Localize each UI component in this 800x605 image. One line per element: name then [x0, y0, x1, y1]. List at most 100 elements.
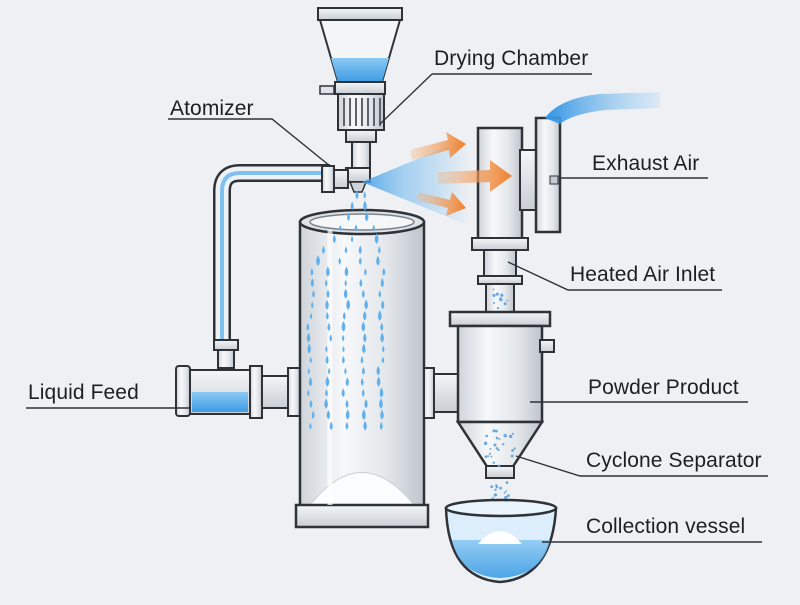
water-droplet-icon	[380, 278, 384, 288]
spray-droplets	[306, 190, 386, 431]
orange-airflow-arrow-icon	[410, 132, 512, 216]
feed-hopper-icon	[317, 7, 403, 95]
water-droplet-icon	[361, 321, 366, 332]
water-droplet-icon	[325, 355, 329, 364]
cyclone-separator	[448, 310, 555, 479]
powder-particle	[499, 297, 502, 301]
powder-particle	[506, 299, 509, 302]
label-liquid-feed: Liquid Feed	[28, 381, 139, 404]
water-droplet-icon	[326, 410, 331, 420]
leader-heated-air	[507, 261, 722, 291]
powder-particle	[498, 438, 501, 440]
water-droplet-icon	[342, 356, 345, 364]
powder-particle	[490, 485, 494, 488]
water-droplet-icon	[325, 345, 328, 353]
powder-particle	[484, 442, 487, 446]
water-droplet-icon	[360, 356, 364, 364]
powder-particle	[485, 434, 489, 438]
collection-vessel	[444, 498, 558, 584]
water-droplet-icon	[363, 191, 366, 199]
water-droplet-icon	[327, 367, 331, 375]
powder-particle	[491, 496, 494, 499]
powder-particles	[484, 288, 516, 505]
powder-particle	[505, 481, 509, 484]
water-droplet-icon	[360, 378, 364, 386]
powder-particle	[513, 447, 516, 450]
water-droplet-icon	[377, 246, 381, 254]
atomizer-motor	[337, 93, 385, 193]
water-droplet-icon	[307, 343, 311, 354]
water-droplet-icon	[346, 299, 351, 310]
water-droplet-icon	[381, 356, 385, 364]
liquid-feed-pipe	[213, 164, 349, 369]
water-droplet-icon	[344, 246, 348, 254]
powder-particle	[496, 306, 500, 310]
water-droplet-icon	[344, 279, 347, 287]
powder-particle	[497, 448, 500, 452]
label-cyclone-separator: Cyclone Separator	[586, 449, 762, 472]
powder-particle	[504, 434, 507, 438]
exhaust-air-duct	[476, 116, 562, 242]
powder-particle	[505, 490, 507, 492]
label-exhaust-air: Exhaust Air	[592, 152, 700, 175]
label-heated-air-inlet: Heated Air Inlet	[570, 263, 716, 286]
powder-particle	[487, 455, 490, 458]
powder-particle	[492, 461, 495, 464]
water-droplet-icon	[325, 312, 329, 320]
powder-particle	[493, 493, 498, 497]
water-droplet-icon	[342, 311, 346, 320]
water-droplet-icon	[355, 190, 359, 200]
water-droplet-icon	[354, 224, 358, 232]
powder-particle	[492, 293, 496, 297]
water-droplet-icon	[347, 212, 350, 221]
water-droplet-icon	[310, 312, 313, 320]
water-droplet-icon	[329, 334, 333, 342]
powder-particle	[495, 447, 499, 450]
water-droplet-icon	[379, 387, 384, 398]
water-droplet-icon	[310, 278, 314, 288]
water-droplet-icon	[316, 255, 320, 266]
powder-particle	[499, 486, 503, 490]
water-droplet-icon	[310, 268, 314, 276]
water-droplet-icon	[364, 211, 369, 222]
powder-particle	[511, 432, 514, 435]
water-droplet-icon	[344, 367, 347, 375]
water-droplet-icon	[362, 366, 365, 375]
water-droplet-icon	[361, 409, 366, 420]
water-droplet-icon	[380, 409, 384, 420]
powder-particle	[495, 429, 498, 433]
water-droplet-icon	[325, 299, 329, 310]
water-droplet-icon	[329, 421, 333, 431]
label-drying-chamber: Drying Chamber	[434, 47, 589, 70]
water-droplet-icon	[325, 389, 328, 397]
powder-particle	[494, 488, 497, 491]
water-droplet-icon	[361, 388, 365, 397]
water-droplet-icon	[363, 333, 367, 343]
water-droplet-icon	[363, 310, 367, 321]
powder-particle	[484, 455, 488, 458]
powder-particle	[493, 443, 497, 447]
water-droplet-icon	[345, 409, 350, 420]
exhaust-air-stream	[545, 92, 660, 124]
powder-particle	[500, 293, 504, 297]
water-droplet-icon	[382, 345, 385, 353]
water-droplet-icon	[345, 421, 349, 430]
drying-chamber	[294, 208, 430, 529]
powder-particle	[495, 436, 499, 440]
powder-pile-icon	[478, 531, 522, 544]
water-droplet-icon	[339, 224, 342, 232]
powder-particle	[506, 494, 510, 498]
water-droplet-icon	[338, 257, 341, 265]
powder-particle	[489, 448, 492, 450]
powder-particle	[503, 491, 506, 494]
powder-particle	[495, 484, 498, 487]
powder-particle	[503, 302, 507, 306]
powder-particle	[497, 464, 501, 467]
powder-particle	[488, 452, 491, 455]
water-droplet-icon	[308, 376, 313, 387]
powder-particle	[492, 288, 495, 291]
water-droplet-icon	[341, 321, 346, 332]
water-droplet-icon	[343, 288, 348, 299]
